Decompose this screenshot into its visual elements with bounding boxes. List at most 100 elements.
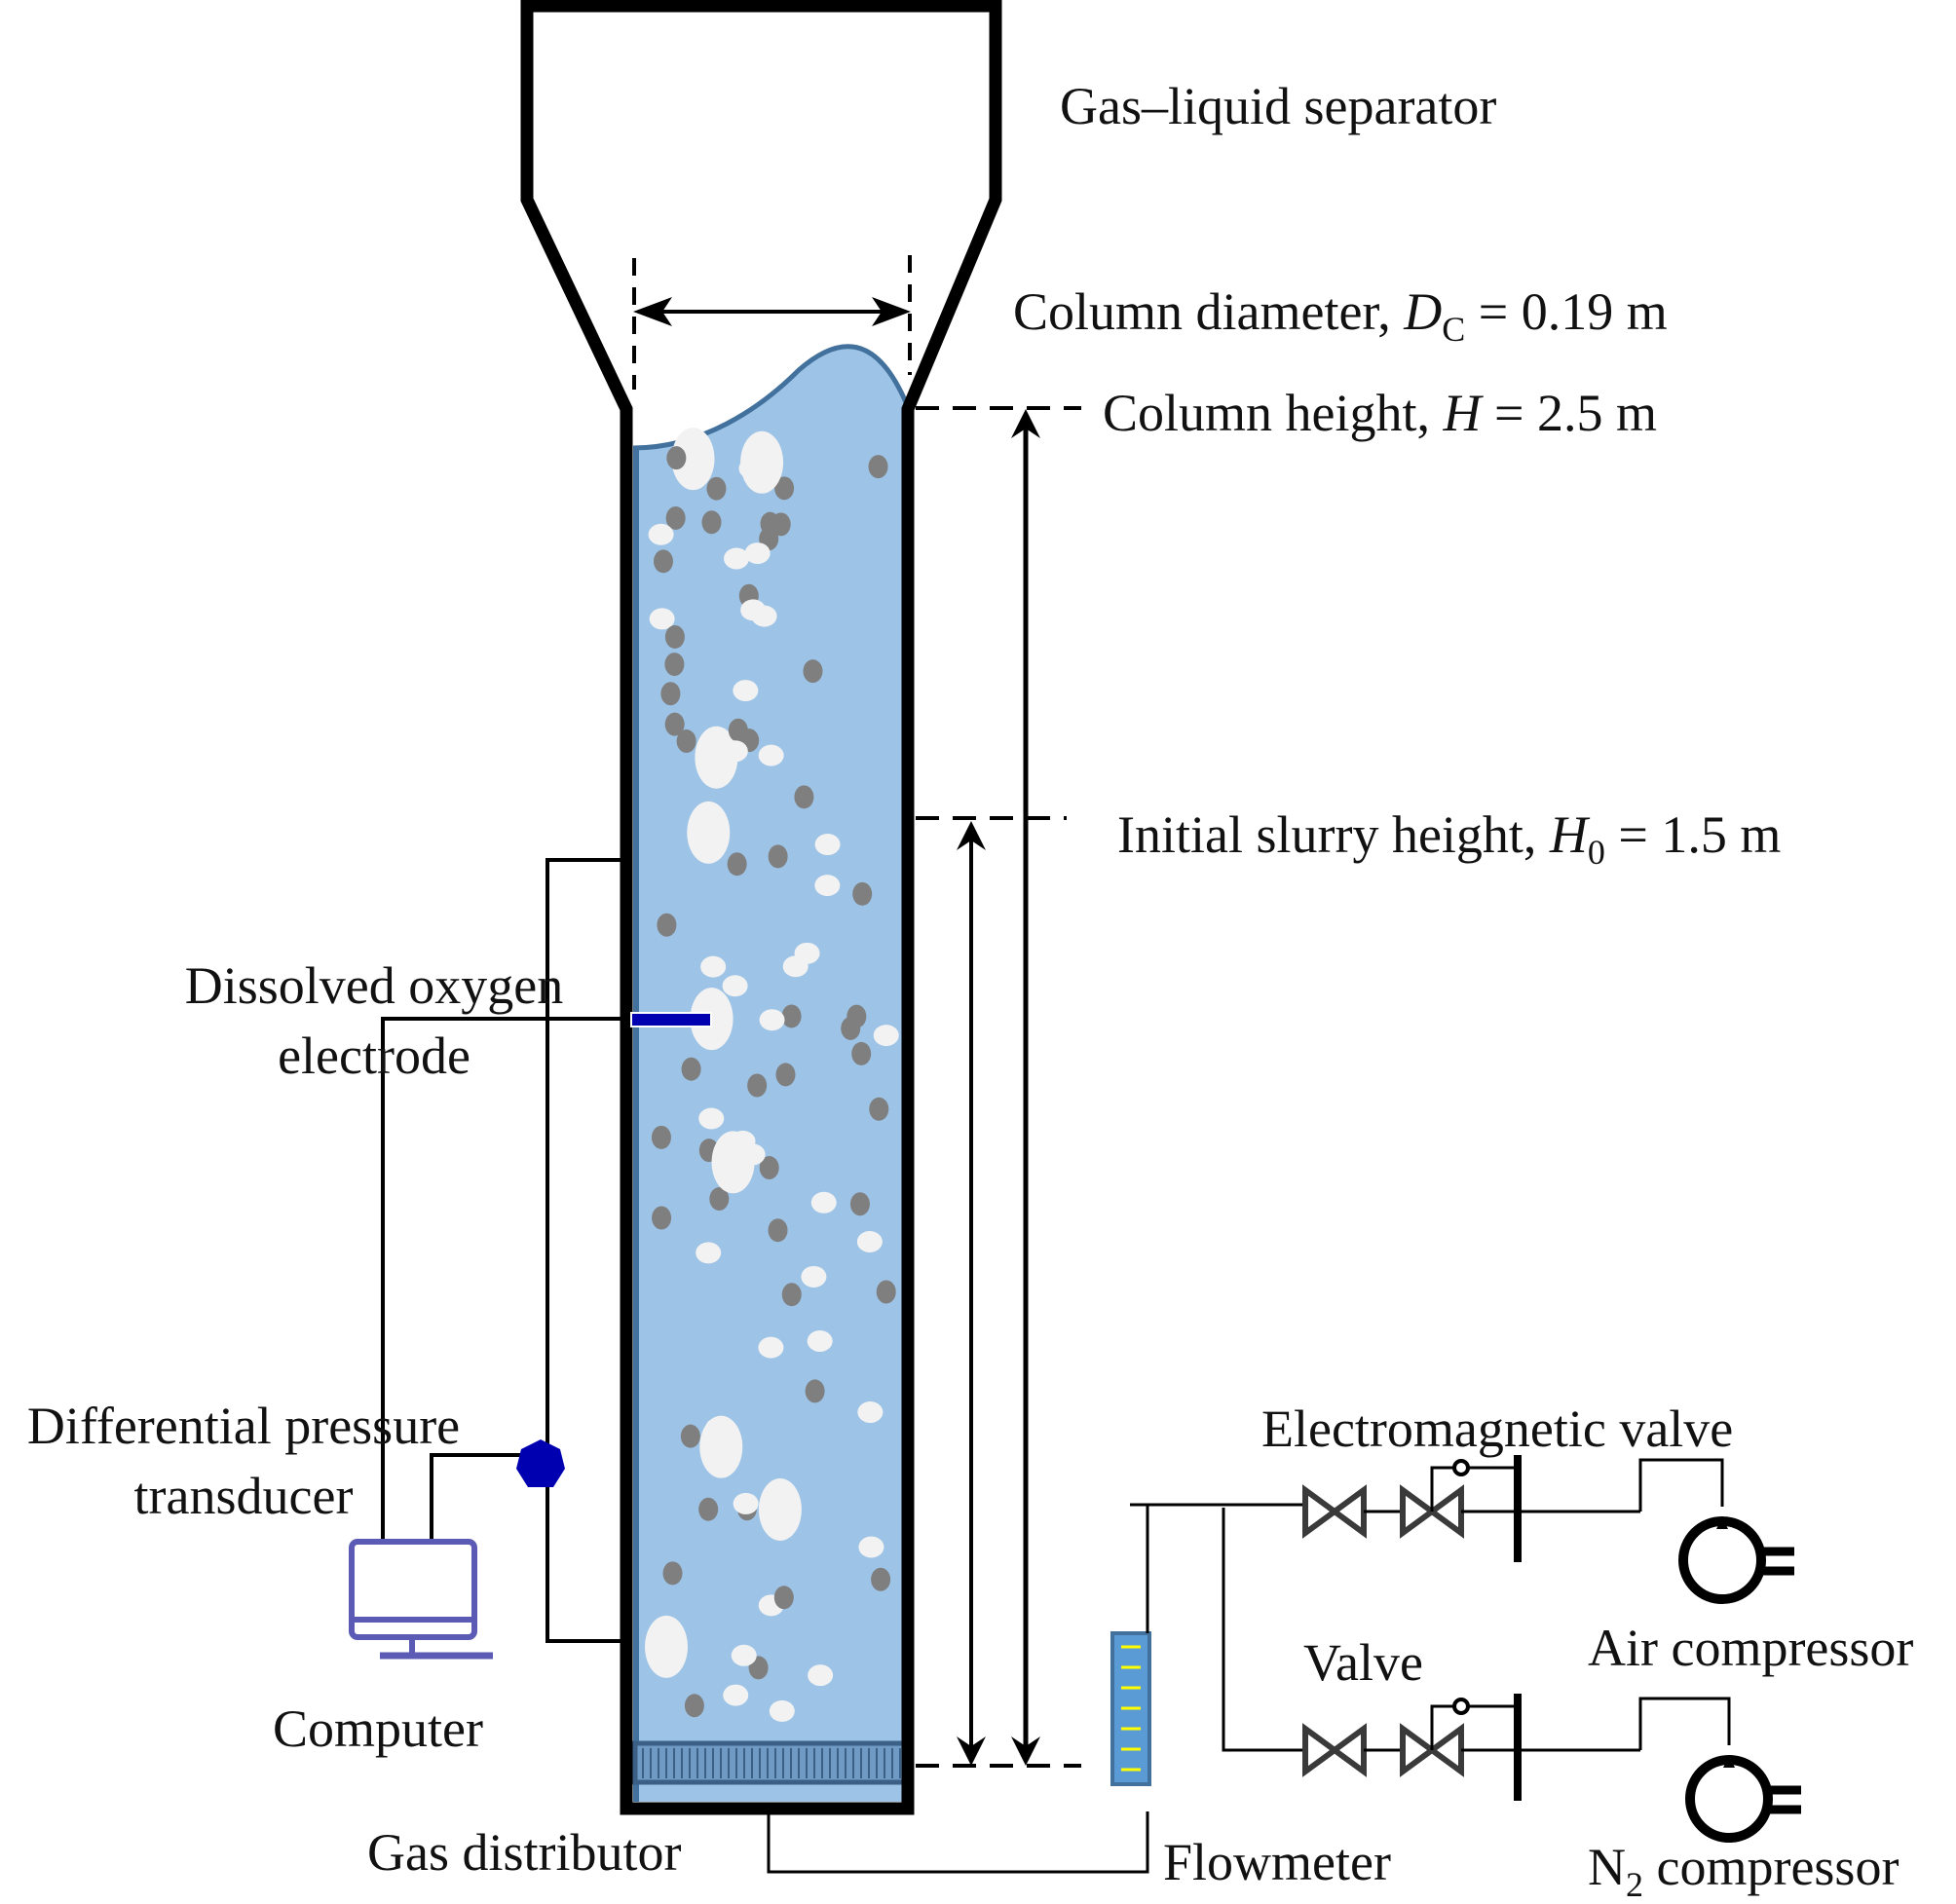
gas-bubble — [759, 1009, 785, 1031]
solid-particle — [768, 844, 788, 869]
gas-bubble — [687, 801, 731, 864]
gas-bubble — [733, 680, 759, 702]
particles-group — [645, 428, 899, 1722]
air-valve-row — [1302, 1455, 1794, 1604]
computer-label: Computer — [273, 1699, 483, 1758]
gas-distributor-label: Gas distributor — [367, 1823, 682, 1882]
solid-particle — [709, 1187, 730, 1212]
dp-transducer-icon — [516, 1439, 565, 1487]
gas-bubble — [744, 542, 771, 565]
column-diameter-label: Column diameter, DC = 0.19 m — [1013, 282, 1668, 347]
dp-transducer-line1: Differential pressure — [26, 1397, 461, 1455]
solid-particle — [869, 1097, 889, 1121]
solid-particle — [684, 1694, 704, 1718]
gas-bubble — [645, 1615, 689, 1678]
gas-bubble — [700, 955, 727, 978]
solid-particle — [781, 1283, 802, 1307]
slurry-symbol: H — [1549, 805, 1588, 864]
gas-bubble — [807, 1330, 833, 1353]
gas-bubble — [814, 834, 841, 856]
solid-particle — [876, 1280, 896, 1304]
solid-particle — [657, 913, 677, 937]
compressor-inlet-icon — [1716, 1517, 1728, 1529]
gas-bubble — [704, 1417, 731, 1439]
n2-subscript: 2 — [1626, 1865, 1643, 1904]
solid-particle — [846, 1004, 867, 1028]
diameter-prefix: Column diameter, — [1013, 282, 1405, 341]
gas-bubble — [801, 1265, 827, 1288]
solid-particle — [727, 852, 747, 877]
slurry-prefix: Initial slurry height, — [1117, 805, 1550, 864]
n2-prefix: N — [1588, 1838, 1626, 1896]
gas-bubble — [758, 1336, 784, 1359]
gas-bubble — [722, 740, 748, 763]
solid-particle — [664, 653, 685, 677]
solid-particle — [774, 476, 795, 501]
height-symbol: H — [1443, 384, 1482, 442]
slurry-subscript: 0 — [1587, 833, 1605, 872]
valve-icon — [1302, 1723, 1367, 1777]
column-outline — [520, 0, 1002, 1815]
gas-bubble — [740, 599, 767, 621]
slurry-height-arrow — [957, 821, 986, 1766]
gas-feed-line — [767, 1809, 1149, 1874]
solid-particle — [851, 1041, 872, 1065]
solid-particle — [676, 729, 696, 754]
solid-particle — [747, 1073, 768, 1098]
solid-particle — [773, 1586, 794, 1610]
do-electrode-label: Dissolved oxygen electrode — [156, 951, 592, 1091]
do-electrode-line1: Dissolved oxygen — [184, 956, 564, 1015]
gas-bubble — [724, 547, 750, 570]
solid-particle — [768, 1218, 788, 1243]
n2-suffix: compressor — [1643, 1838, 1900, 1896]
separator-label: Gas–liquid separator — [1060, 77, 1497, 135]
solid-particle — [681, 1057, 701, 1081]
solid-particle — [871, 1567, 891, 1591]
dp-transducer-line2: transducer — [133, 1467, 354, 1525]
diameter-arrow — [633, 297, 911, 326]
dp-tap-wire — [545, 858, 626, 1643]
height-value: = 2.5 m — [1481, 384, 1657, 442]
slurry-value: = 1.5 m — [1604, 805, 1782, 864]
solid-particle — [794, 785, 814, 809]
solenoid-wire — [1430, 1704, 1518, 1750]
gas-bubble — [740, 430, 784, 494]
gas-bubble — [648, 523, 674, 545]
gas-bubble — [873, 1025, 899, 1047]
gas-bubble — [808, 1664, 834, 1687]
electromagnetic-valve-label: Electromagnetic valve — [1261, 1400, 1734, 1458]
n2-line-main — [1222, 1508, 1305, 1752]
flowmeter-label: Flowmeter — [1163, 1833, 1391, 1891]
solid-particle — [666, 446, 687, 470]
gas-bubble — [758, 1477, 802, 1541]
dp-computer-wire — [430, 1453, 542, 1539]
gas-bubble — [794, 942, 820, 964]
do-electrode-line2: electrode — [278, 1027, 470, 1085]
do-electrode-probe — [630, 1012, 712, 1027]
solid-particle — [803, 659, 823, 684]
diameter-value: = 0.19 m — [1465, 282, 1668, 341]
gas-bubble — [814, 875, 841, 897]
gas-bubble — [810, 1191, 837, 1213]
solid-particle — [698, 1497, 719, 1521]
n2-compressor-label: N2 compressor — [1588, 1838, 1900, 1902]
gas-bubble — [695, 726, 738, 789]
solid-particle — [781, 1004, 802, 1028]
gas-bubble — [671, 428, 715, 491]
n2-valve-row — [1302, 1694, 1801, 1843]
solid-particle — [805, 1379, 825, 1403]
solid-particle — [660, 682, 681, 706]
diameter-symbol: D — [1404, 282, 1443, 341]
gas-bubble — [723, 1684, 749, 1706]
solid-particle — [652, 1206, 672, 1230]
solid-particle — [759, 1156, 779, 1180]
solid-particle — [771, 512, 791, 537]
solid-particle — [868, 455, 888, 479]
solenoid-icon — [1452, 1698, 1470, 1715]
solid-particle — [662, 1561, 683, 1586]
solid-particle — [680, 1424, 700, 1448]
valve-icon — [1302, 1484, 1367, 1539]
solenoid-wire — [1430, 1466, 1518, 1512]
solid-particle — [665, 505, 686, 530]
